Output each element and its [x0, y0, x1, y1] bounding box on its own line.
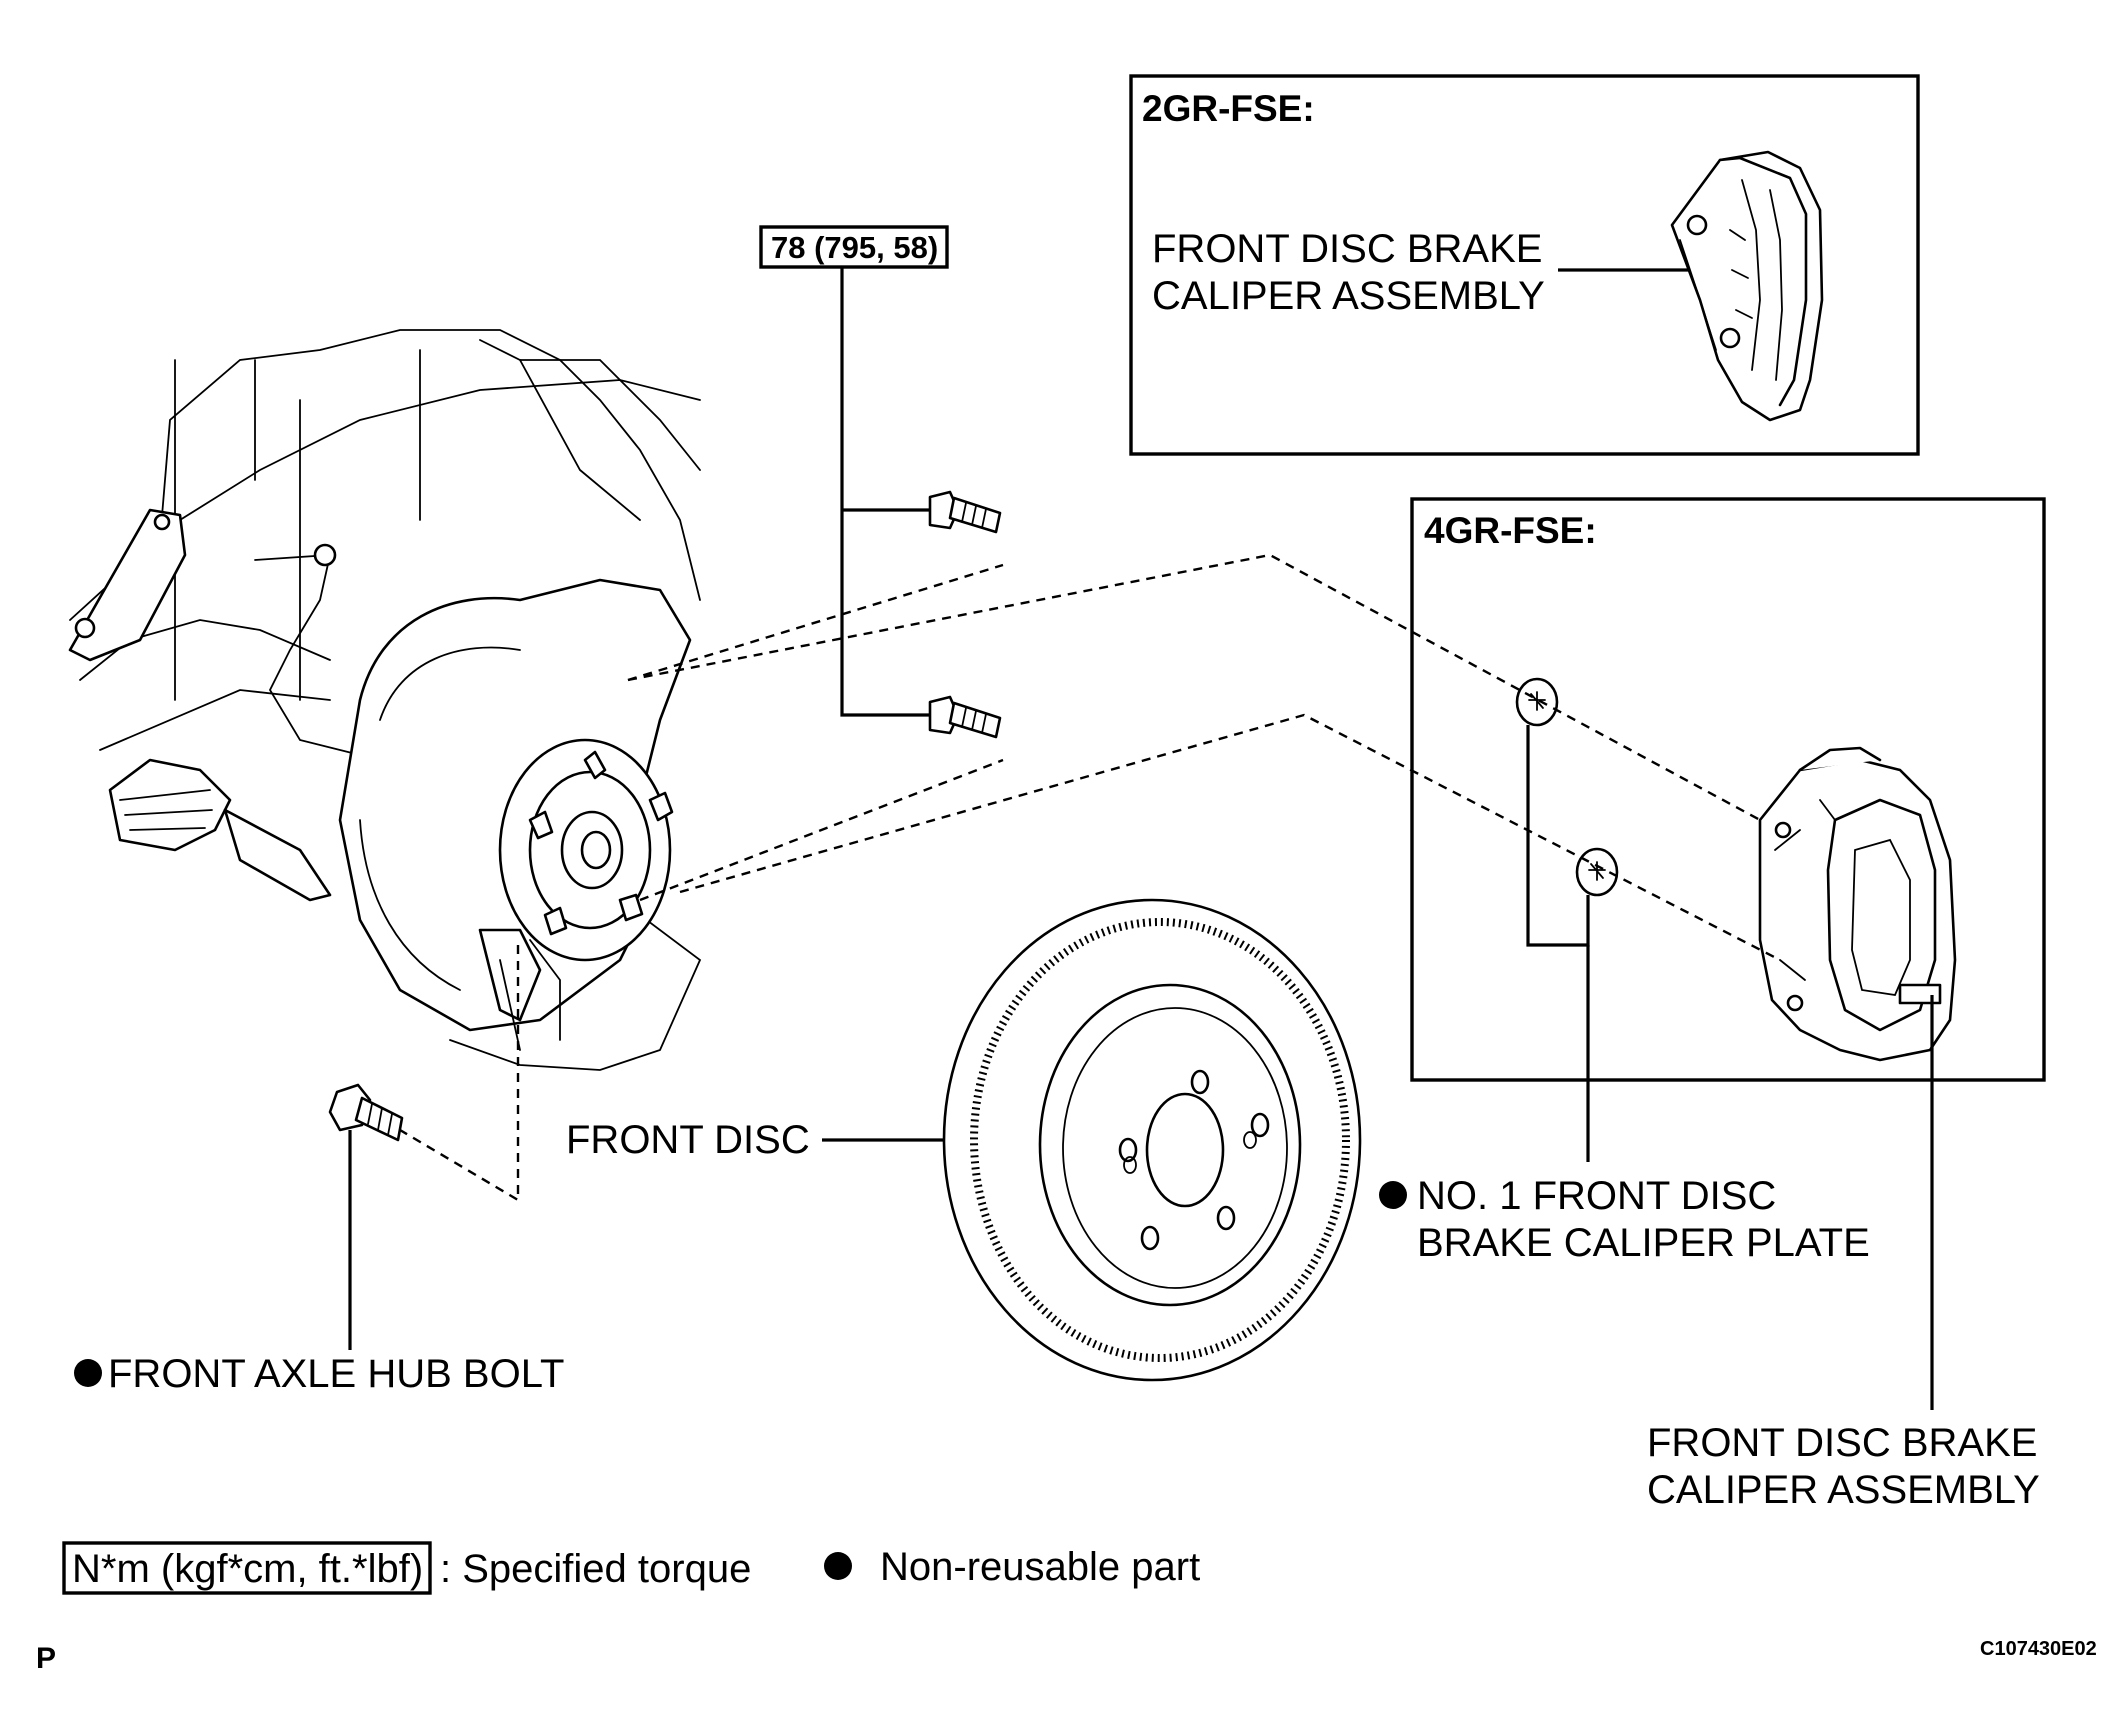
- legend: N*m (kgf*cm, ft.*lbf) : Specified torque…: [62, 1541, 1200, 1595]
- knuckle-hub-assembly: [68, 329, 702, 1071]
- panel-4gr-frame: [1410, 497, 2046, 1082]
- caliper-2gr-label-line2: CALIPER ASSEMBLY: [1152, 274, 1545, 318]
- page-marker: P: [36, 1642, 56, 1675]
- front-axle-hub-bolt: [328, 1083, 404, 1142]
- front-disc-label: FRONT DISC: [566, 1118, 810, 1162]
- legend-nonreusable-text: Non-reusable part: [880, 1545, 1200, 1589]
- caliper-bolt-lower: [928, 695, 1002, 739]
- caliper-4gr-label-line1: FRONT DISC BRAKE: [1647, 1421, 2037, 1465]
- figure-code: C107430E02: [1980, 1638, 2097, 1660]
- caliper-4gr-label-line2: CALIPER ASSEMBLY: [1647, 1468, 2040, 1512]
- legend-torque-text: : Specified torque: [440, 1547, 751, 1591]
- caliper-2gr-label-line1: FRONT DISC BRAKE: [1152, 227, 1542, 271]
- panel-2gr-fse: 2GR-FSE: FRONT DISC BRAKE CALIPER ASSEMB…: [1129, 74, 1920, 456]
- caliper-4gr-illustration: [1758, 746, 1957, 1062]
- hub-studs: [528, 750, 674, 936]
- torque-value: 78 (795, 58): [771, 230, 938, 265]
- panel-4gr-title: 4GR-FSE:: [1424, 510, 1597, 551]
- panel-2gr-frame: [1129, 74, 1920, 456]
- legend-nonreusable-dot: [824, 1552, 852, 1580]
- legend-torque-unit: N*m (kgf*cm, ft.*lbf): [72, 1547, 423, 1591]
- align-line-lower-caliper: [679, 713, 1781, 962]
- align-line-lower-bolt: [639, 758, 1004, 902]
- panel-4gr-fse: 4GR-FSE:: [1410, 497, 2046, 1410]
- legend-torque-box: [62, 1541, 432, 1595]
- caliper-plate-bracket: [1526, 725, 1590, 947]
- torque-box: [759, 225, 949, 269]
- align-line-hub-bolt: [399, 945, 520, 1203]
- caliper-plate-nonreusable-dot: [1379, 1181, 1407, 1209]
- hub-bolt-nonreusable-dot: [74, 1359, 102, 1387]
- caliper-2gr-illustration: [1670, 150, 1824, 422]
- caliper-plate-label-line2: BRAKE CALIPER PLATE: [1417, 1221, 1870, 1265]
- align-line-upper-bolt: [627, 563, 1004, 682]
- align-line-upper-caliper: [627, 553, 1761, 822]
- caliper-bolt-upper: [928, 490, 1002, 534]
- caliper-plate-upper: [1515, 677, 1559, 727]
- hub-bolt-label: FRONT AXLE HUB BOLT: [108, 1352, 564, 1396]
- caliper-plate-label-line1: NO. 1 FRONT DISC: [1417, 1174, 1776, 1218]
- panel-2gr-title: 2GR-FSE:: [1142, 88, 1315, 129]
- front-disc: [942, 898, 1362, 1382]
- torque-leader: [840, 267, 930, 717]
- torque-callout: 78 (795, 58): [759, 225, 1002, 739]
